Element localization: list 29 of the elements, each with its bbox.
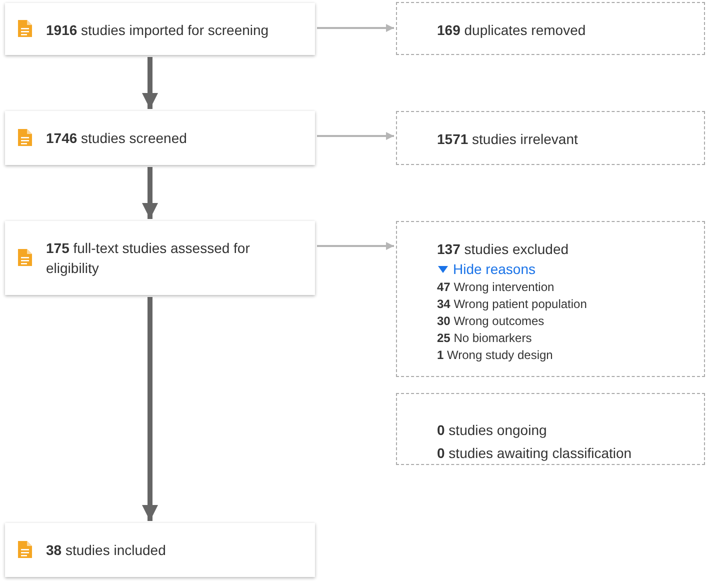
stage-box: [5, 221, 315, 295]
arrow: [317, 242, 394, 250]
box-text: 1746 studies screened: [46, 129, 188, 148]
box-text: 0 studies ongoing: [437, 421, 548, 440]
arrow: [317, 132, 394, 140]
reason-text: 25 No biomarkers: [437, 330, 533, 347]
outcome-box: [396, 111, 705, 165]
stage-box: [5, 523, 315, 577]
box-text: 1916 studies imported for screening: [46, 21, 270, 40]
arrow: [142, 167, 158, 219]
arrow: [142, 297, 158, 521]
box-text: 169 duplicates removed: [437, 21, 587, 40]
reason-text: 30 Wrong outcomes: [437, 313, 546, 330]
arrow: [317, 24, 394, 32]
outcome-box: [396, 2, 705, 55]
box-text: 0 studies awaiting classification: [437, 444, 633, 463]
toggle-link: Hide reasons: [453, 260, 536, 279]
box-text: 1571 studies irrelevant: [437, 130, 579, 149]
stage-box: [5, 3, 315, 55]
stage-box: [5, 111, 315, 165]
reason-text: 34 Wrong patient population: [437, 296, 588, 313]
reason-text: 1 Wrong study design: [437, 347, 554, 364]
reason-text: 47 Wrong intervention: [437, 279, 556, 296]
box-text: 137 studies excluded: [437, 240, 570, 259]
outcome-box: [396, 221, 705, 377]
box-text: 175 full-text studies assessed for eligibility: [46, 239, 251, 278]
outcome-box: [396, 393, 705, 465]
box-text: 38 studies included: [46, 541, 167, 560]
arrow: [142, 57, 158, 109]
